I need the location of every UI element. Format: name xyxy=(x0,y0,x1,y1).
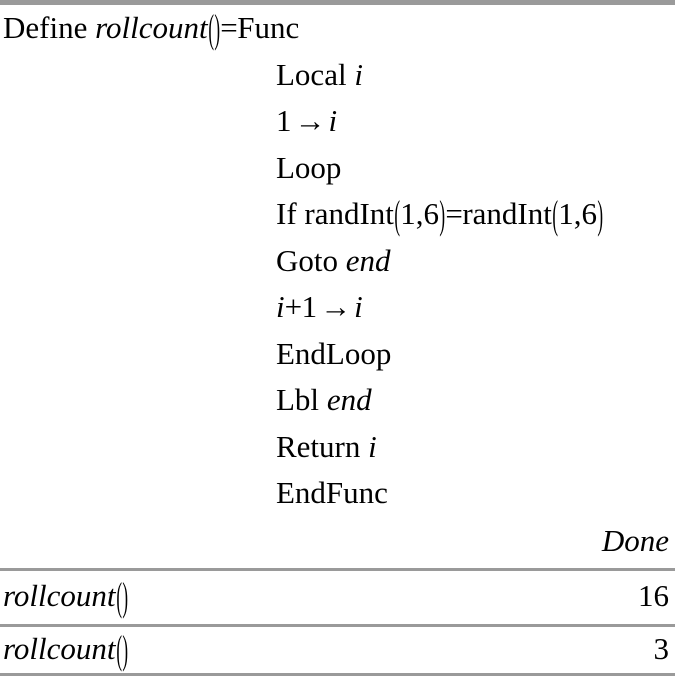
close-paren-icon: ) xyxy=(122,626,128,673)
literal-one: 1 xyxy=(276,103,292,138)
history-output-value-1: 16 xyxy=(638,578,669,613)
keyword-endfunc: EndFunc xyxy=(276,475,388,510)
open-paren-icon: ( xyxy=(552,191,558,238)
keyword-return: Return xyxy=(276,428,361,464)
close-paren-icon: ) xyxy=(122,573,128,620)
program-definition-block[interactable]: Define rollcount()=Func Local i 1→i Loop… xyxy=(0,5,675,517)
open-paren-icon: ( xyxy=(207,5,214,52)
keyword-lbl: Lbl xyxy=(276,382,320,417)
space xyxy=(319,382,327,417)
keyword-goto: Goto xyxy=(276,242,338,278)
close-paren-icon: ) xyxy=(439,191,446,238)
history-input-expression-1[interactable]: rollcount() xyxy=(3,571,128,624)
store-arrow-icon: → xyxy=(320,289,352,324)
history-output-value-2: 3 xyxy=(653,631,670,666)
open-paren-icon: ( xyxy=(115,573,122,620)
variable-i: i xyxy=(354,289,363,324)
code-line-define[interactable]: Define rollcount()=Func xyxy=(0,5,675,52)
comparator-equals: = xyxy=(445,196,463,231)
history-separator-2 xyxy=(0,624,675,627)
code-line-if-randint[interactable]: If randInt(1,6)=randInt(1,6) xyxy=(0,191,675,238)
top-rule xyxy=(0,0,675,5)
code-line-return-i[interactable]: Return i xyxy=(0,424,675,471)
label-name-end: end xyxy=(326,382,372,417)
open-paren-icon: ( xyxy=(115,626,122,673)
close-paren-icon: ) xyxy=(597,191,603,238)
define-result-done: Done xyxy=(601,523,669,558)
call-randint-left: randInt xyxy=(304,196,394,231)
function-name: rollcount xyxy=(3,631,116,666)
keyword-endloop: EndLoop xyxy=(276,335,392,371)
history-row-2[interactable]: rollcount() 3 xyxy=(0,627,675,673)
code-line-increment-i[interactable]: i+1→i xyxy=(0,284,675,331)
close-paren-icon: ) xyxy=(214,5,220,52)
history-separator-1 xyxy=(0,568,675,571)
variable-i: i xyxy=(368,428,377,464)
open-paren-icon: ( xyxy=(394,191,400,238)
randint-args-right: 1,6 xyxy=(558,196,597,231)
function-name: rollcount xyxy=(3,578,116,613)
keyword-local: Local xyxy=(276,56,347,92)
code-line-endloop[interactable]: EndLoop xyxy=(0,331,675,378)
call-randint-right: randInt xyxy=(462,196,552,231)
variable-i: i xyxy=(276,289,285,324)
space xyxy=(338,243,346,278)
randint-args-left: 1,6 xyxy=(400,196,440,231)
keyword-loop: Loop xyxy=(276,149,342,185)
function-name: rollcount xyxy=(95,10,208,45)
code-line-endfunc[interactable]: EndFunc xyxy=(0,470,675,517)
history-row-1[interactable]: rollcount() 16 xyxy=(0,571,675,624)
keyword-func: Func xyxy=(237,10,300,45)
history-separator-3 xyxy=(0,673,675,676)
variable-i: i xyxy=(328,103,338,138)
label-name-end: end xyxy=(345,242,391,278)
keyword-define: Define xyxy=(3,10,88,45)
code-line-local-i[interactable]: Local i xyxy=(0,52,675,99)
history-input-expression-2[interactable]: rollcount() xyxy=(3,627,128,673)
code-line-goto-end[interactable]: Goto end xyxy=(0,238,675,285)
code-line-assign-one[interactable]: 1→i xyxy=(0,98,675,145)
code-line-lbl-end[interactable]: Lbl end xyxy=(0,377,675,424)
literal-one: 1 xyxy=(301,289,318,324)
plus-sign: + xyxy=(284,289,302,324)
variable-i: i xyxy=(354,56,363,92)
code-line-loop[interactable]: Loop xyxy=(0,145,675,192)
store-arrow-icon: → xyxy=(294,103,326,138)
space xyxy=(360,429,368,464)
keyword-if: If xyxy=(276,196,297,231)
equals-sign: = xyxy=(220,10,238,45)
space xyxy=(87,10,95,45)
